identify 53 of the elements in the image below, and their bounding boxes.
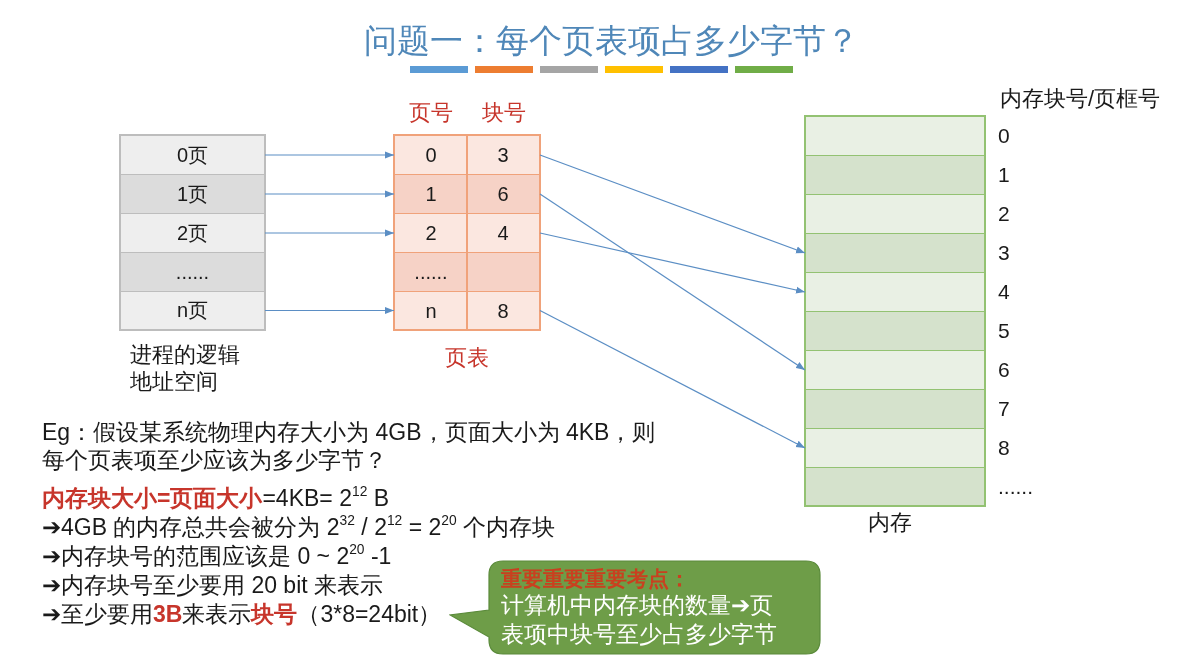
page-row: 2页 [120, 213, 265, 253]
page-row: 0页 [120, 135, 265, 175]
callout-text: 计算机中内存块的数量➔页表项中块号至少占多少字节 [501, 591, 778, 649]
block-number: ...... [998, 474, 1033, 499]
page-table-row [394, 213, 540, 253]
page-row: n页 [120, 291, 265, 330]
question-text: Eg：假设某系统物理内存大小为 4GB，页面大小为 4KB，则每个页表项至少应该为多少字节？ [42, 418, 657, 474]
title: 问题一：每个页表项占多少字节？ [363, 22, 859, 60]
page-number: 2 [425, 221, 437, 245]
page-number: n [425, 298, 437, 323]
page-table-row [394, 135, 540, 175]
page-number: 1 [425, 182, 437, 206]
page-row: 1页 [120, 174, 265, 214]
page-table-row [394, 252, 540, 292]
block-number: 8 [998, 435, 1010, 460]
page-number: ...... [414, 260, 448, 284]
block-number: 0 [998, 123, 1010, 148]
block-number: 4 [998, 279, 1010, 304]
solution-line: 内存块大小=页面大小=4KB= 2$^{12}$ B [42, 484, 390, 513]
table-caption: 页表 [445, 344, 489, 371]
solution-line: ➔至少要用3B来表示块号（3*8=24bit） [42, 600, 442, 629]
block-number: 3 [497, 143, 509, 167]
block-number: 6 [998, 357, 1010, 382]
callout-heading: 重要重要重要考点： [501, 566, 690, 591]
solution-line: ➔内存块号的范围应该是 0 ~ 2$^{20}$ -1 [42, 542, 392, 571]
block-number: 2 [998, 201, 1010, 226]
arrow [264, 190, 395, 198]
page-row: ...... [120, 252, 265, 292]
block-number: 4 [497, 221, 509, 245]
table-caption: 进程的逻辑地址空间 [130, 341, 241, 395]
arrow [539, 309, 806, 449]
table-caption: 内存 [868, 509, 912, 536]
column-heading: 内存块号/页框号 [1000, 85, 1161, 112]
callout-bubble [449, 560, 821, 655]
block-number: 3 [998, 240, 1010, 265]
solution-line: ➔4GB 的内存总共会被分为 2$^{32}$ / 2$^{12}$ = 2$^{20}$ 个内存块 [42, 513, 556, 542]
arrow [539, 232, 806, 294]
arrow [539, 154, 806, 254]
column-header: 块号 [481, 100, 526, 126]
column-header: 页号 [408, 100, 453, 126]
arrow [539, 193, 806, 371]
arrow [264, 151, 395, 159]
arrow [264, 229, 395, 237]
block-number: 5 [998, 318, 1010, 343]
solution-line: ➔内存块号至少要用 20 bit 来表示 [42, 571, 384, 600]
page-number: 0 [425, 143, 437, 167]
block-number: 7 [998, 396, 1010, 421]
block-number: 8 [497, 298, 509, 323]
page-table-row [394, 174, 540, 214]
page-table-row [394, 291, 540, 330]
arrow [264, 307, 395, 314]
block-number: 6 [497, 182, 509, 206]
block-number: 1 [998, 162, 1010, 187]
